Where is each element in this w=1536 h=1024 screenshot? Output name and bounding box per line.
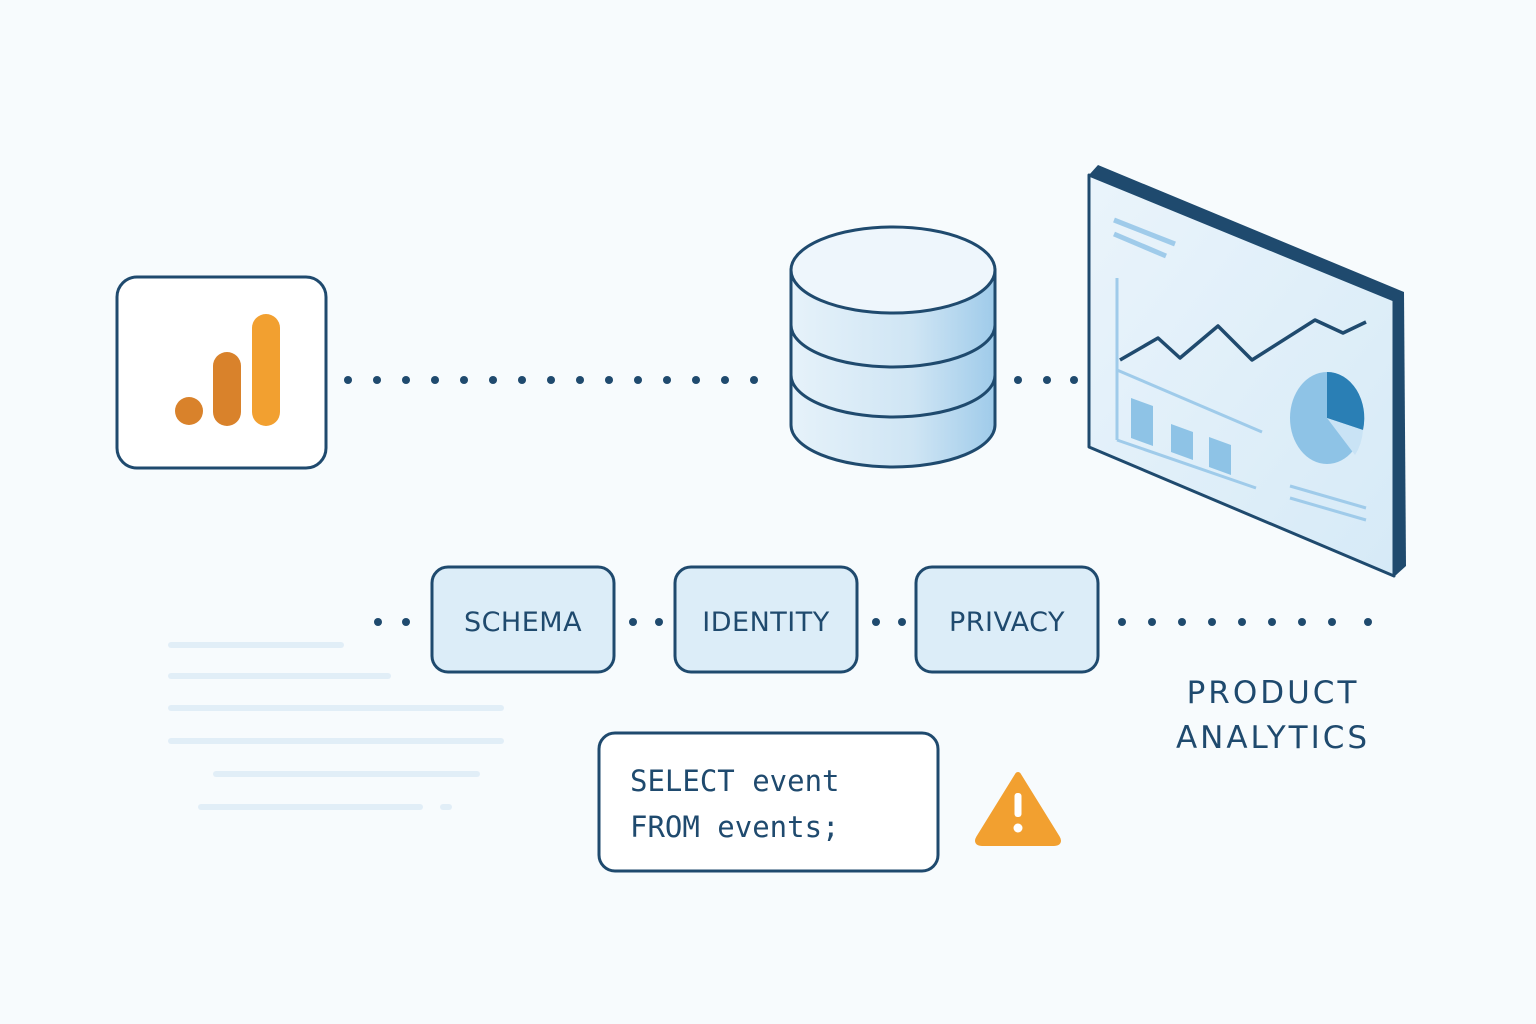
database-icon	[789, 225, 997, 469]
connector-database-to-dashboard	[1014, 376, 1078, 384]
connector-source-to-database	[344, 376, 758, 384]
warning-triangle-icon	[975, 772, 1061, 846]
sql-code-box: SELECT event FROM events;	[597, 731, 940, 873]
decorative-text-lines	[168, 642, 504, 810]
caption-line-2: ANALYTICS	[1176, 720, 1370, 756]
code-line-2: FROM events;	[630, 810, 840, 844]
pipeline-step-privacy: PRIVACY	[914, 565, 1100, 674]
dashboard-screen-icon	[1087, 165, 1406, 578]
pipeline-step-schema: SCHEMA	[430, 565, 616, 674]
pipeline-step-label: IDENTITY	[702, 607, 829, 638]
caption-line-1: PRODUCT	[1187, 675, 1360, 711]
pipeline-step-identity: IDENTITY	[673, 565, 859, 674]
product-analytics-caption: PRODUCT ANALYTICS	[1176, 675, 1370, 756]
pipeline-step-label: SCHEMA	[464, 607, 582, 638]
connector-pipeline-steps	[374, 618, 1372, 626]
analytics-bar-logo-icon	[175, 314, 280, 426]
pipeline-step-label: PRIVACY	[949, 607, 1065, 638]
analytics-source-card	[115, 275, 328, 470]
code-line-1: SELECT event	[630, 764, 840, 798]
